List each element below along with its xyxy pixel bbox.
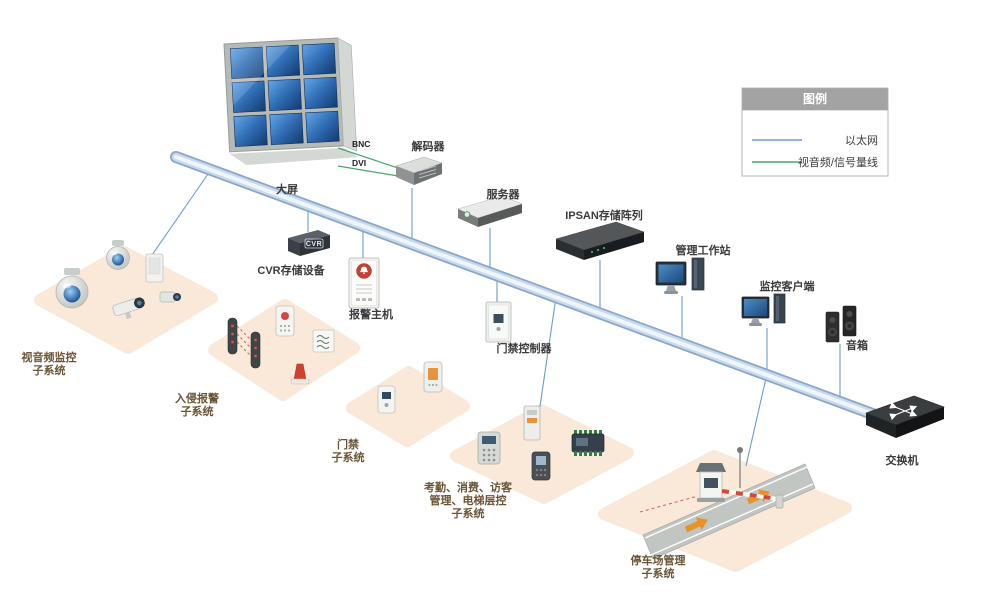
beam-tower-icon <box>250 331 261 369</box>
label-parking-subsystem-1: 停车场管理 <box>631 553 686 567</box>
decoder-vents-icon <box>418 165 437 179</box>
big-screen-side <box>337 37 358 152</box>
video-wall-screens <box>229 42 340 147</box>
label-ipsan: IPSAN存储阵列 <box>565 208 643 222</box>
door-reader-amber-icon <box>423 361 443 393</box>
keypad-reader-icon <box>275 305 295 337</box>
guard-booth-icon <box>696 463 726 502</box>
door-reader-icon <box>377 385 396 414</box>
parking-sensor-line <box>639 495 699 513</box>
beam-sensor-lines <box>236 325 252 357</box>
cable-bnc <box>337 147 399 169</box>
lamp-post-icon <box>737 447 743 488</box>
device-decoder <box>395 156 443 185</box>
link-attendance-subsystem <box>537 296 557 421</box>
pos-terminal-icon <box>531 451 551 481</box>
label-workstation: 管理工作站 <box>676 243 731 257</box>
device-speakers <box>825 305 857 343</box>
label-attendance-subsystem-3: 子系统 <box>452 506 485 520</box>
device-switch <box>865 395 945 438</box>
elevator-controller-icon <box>571 430 605 456</box>
attendance-terminal-icon <box>477 431 501 465</box>
device-workstation <box>655 257 705 294</box>
cluster-intrusion <box>227 305 335 385</box>
label-parking-subsystem-2: 子系统 <box>642 566 675 580</box>
server-logo-icon <box>463 211 471 218</box>
siren-strobe-icon <box>290 363 310 385</box>
cable-label-bnc: BNC <box>352 139 370 149</box>
label-attendance-subsystem-2: 管理、电梯层控 <box>430 493 507 507</box>
codec-plate <box>145 253 164 283</box>
link-camera-subsystem <box>149 170 211 259</box>
beam-tower-icon <box>227 317 238 355</box>
dome-camera-small-icon <box>106 240 130 270</box>
ipsan-led-icon <box>591 247 605 253</box>
cable-label-dvi: DVI <box>352 158 366 168</box>
legend: 图例 以太网 视音频/信号量线 <box>741 87 889 177</box>
barrier-gate-icon <box>721 489 784 509</box>
label-access-subsystem-2: 子系统 <box>332 450 365 464</box>
label-big-screen: 大屏 <box>276 182 298 196</box>
cvr-badge: CVR <box>306 241 322 248</box>
label-access-subsystem-1: 门禁 <box>337 437 359 451</box>
device-client <box>741 293 786 326</box>
bullet-camera-icon <box>112 297 145 320</box>
switch-arrows-icon <box>889 401 918 421</box>
legend-header <box>742 88 888 110</box>
cluster-parking <box>639 447 816 560</box>
cluster-video-surveillance <box>55 240 181 320</box>
dome-camera-large-icon <box>55 268 89 309</box>
label-speaker: 音箱 <box>846 338 868 352</box>
label-attendance-subsystem-1: 考勤、消费、访客 <box>424 480 513 494</box>
device-cvr: CVR <box>288 230 330 256</box>
label-alarm-host: 报警主机 <box>349 307 393 321</box>
label-video-subsystem-2: 子系统 <box>33 363 66 377</box>
access-controller-display <box>493 314 504 323</box>
cluster-access <box>377 361 443 414</box>
cluster-attendance <box>477 405 605 481</box>
signal-links: BNC DVI <box>337 139 399 177</box>
link-parking-subsystem <box>745 377 767 467</box>
device-big-screen <box>223 37 359 165</box>
legend-ethernet-label: 以太网 <box>845 134 878 147</box>
device-ipsan <box>555 221 645 260</box>
platform-video-surveillance <box>34 246 218 354</box>
big-screen-base <box>229 147 359 165</box>
device-server <box>457 195 523 227</box>
platform-intrusion <box>208 299 360 401</box>
cable-dvi <box>337 165 399 177</box>
label-switch: 交换机 <box>886 453 919 467</box>
label-client: 监控客户端 <box>760 279 815 293</box>
label-access-controller: 门禁控制器 <box>497 341 553 355</box>
legend-title: 图例 <box>803 91 827 106</box>
legend-body <box>741 109 889 177</box>
device-alarm-host <box>348 257 380 309</box>
road-arrow-icon <box>684 517 708 533</box>
label-decoder: 解码器 <box>412 139 446 153</box>
platform-access <box>346 366 470 447</box>
label-cvr: CVR存储设备 <box>257 263 325 277</box>
legend-signal-label: 视音频/信号量线 <box>798 155 878 169</box>
big-screen-sheen <box>230 45 291 106</box>
label-intrusion-subsystem-1: 入侵报警 <box>175 391 219 405</box>
client-tower <box>773 293 786 324</box>
label-server: 服务器 <box>487 187 521 201</box>
parking-road <box>642 463 816 560</box>
backbone-ethernet-bus <box>170 151 903 429</box>
vibration-detector-icon <box>312 329 335 353</box>
box-camera-icon <box>159 291 181 303</box>
device-access-controller <box>485 301 512 343</box>
label-video-subsystem-1: 视音频监控 <box>22 350 77 364</box>
workstation-tower <box>691 257 705 291</box>
card-dispenser-icon <box>523 405 541 441</box>
label-intrusion-subsystem-2: 子系统 <box>181 404 214 418</box>
